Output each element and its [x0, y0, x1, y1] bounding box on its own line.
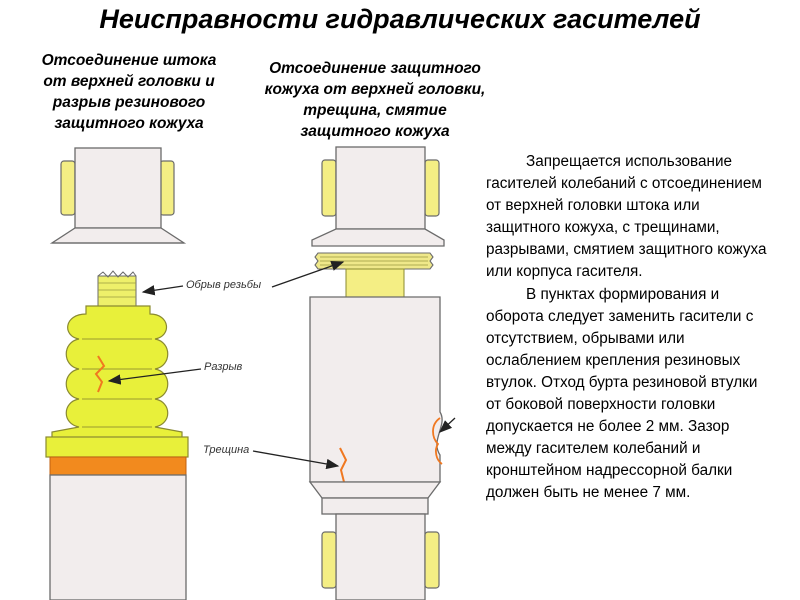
caption-middle-line: защитного кожуха: [300, 123, 450, 140]
caption-middle: Отсоединение защитного кожуха от верхней…: [240, 58, 510, 142]
left-damper-body: [49, 474, 187, 600]
rubber-boot: [45, 305, 189, 458]
caption-left: Отсоединение штока от верхней головки и …: [4, 50, 254, 134]
label-rupture: Разрыв: [204, 361, 243, 373]
caption-left-line: Отсоединение штока: [41, 52, 217, 69]
orange-band: [49, 456, 187, 476]
caption-left-line: разрыв резинового: [52, 94, 206, 111]
description-paragraph-1: Запрещается использование гасителей коле…: [486, 153, 767, 281]
label-thread-break: Обрыв резьбы: [186, 279, 261, 291]
rupture-mark: [94, 355, 106, 393]
crack-mark: [339, 447, 348, 483]
label-crack: Трещина: [203, 444, 249, 456]
caption-left-line: от верхней головки и: [43, 73, 215, 90]
middle-damper-body: [309, 296, 443, 483]
middle-damper: [308, 146, 445, 600]
caption-middle-line: Отсоединение защитного: [269, 60, 481, 77]
left-damper: [45, 147, 189, 600]
caption-middle-line: кожуха от верхней головки,: [264, 81, 486, 98]
annotations: Обрыв резьбы Разрыв Трещина: [107, 260, 456, 470]
caption-left-line: защитного кожуха: [54, 115, 204, 132]
description-text: Запрещается использование гасителей коле…: [486, 151, 776, 505]
caption-middle-line: трещина, смятие: [303, 102, 447, 119]
description-paragraph-2: В пунктах формирования и оборота следует…: [486, 285, 758, 502]
broken-thread: [97, 270, 137, 307]
left-top-head: [49, 147, 187, 244]
threaded-collar: [314, 252, 434, 270]
crush-mark: [432, 417, 443, 465]
page-title: Неисправности гидравлических гасителей: [99, 4, 701, 34]
